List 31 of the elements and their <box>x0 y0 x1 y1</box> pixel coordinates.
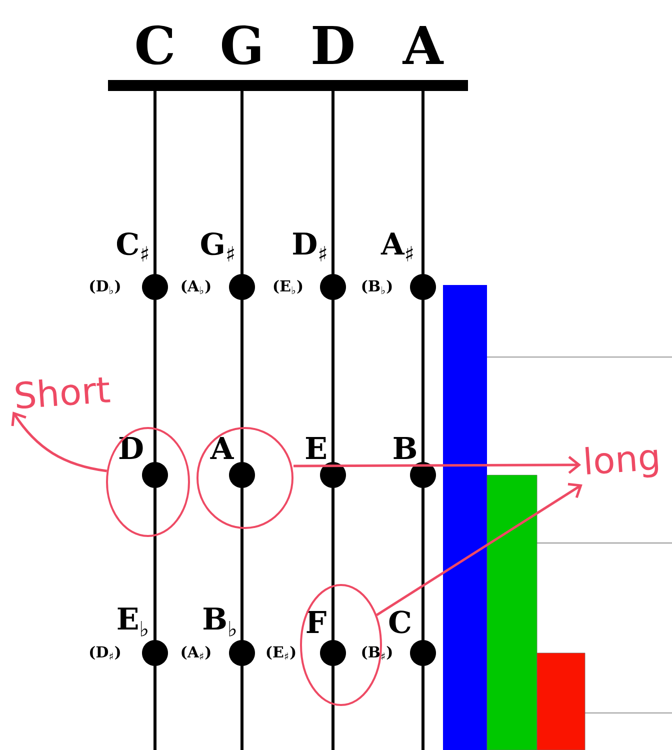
note-label: G$_{♯}$ <box>201 232 234 262</box>
annotation-text: long <box>585 446 658 478</box>
string-name: G <box>222 25 260 65</box>
enharmonic-label: (A$_{♭}$) <box>182 280 210 294</box>
annotation-text: Short <box>16 377 110 409</box>
enharmonic-label: (E$_{♭}$) <box>274 280 302 294</box>
note-label: D$_{♯}$ <box>293 232 326 262</box>
circled-note <box>106 427 190 537</box>
note-label: C <box>389 610 410 634</box>
note-label: F <box>306 611 326 633</box>
enharmonic-label: (D$_{♭}$) <box>90 280 120 294</box>
enharmonic-label: (B$_{♭}$) <box>362 280 392 294</box>
note-label: C$_{♯}$ <box>116 232 148 262</box>
circled-note <box>300 584 382 706</box>
note-label: A$_{♯}$ <box>380 232 413 262</box>
note-label: B$_{♭}$ <box>204 608 236 636</box>
arrow <box>11 412 108 472</box>
string-name: D <box>312 26 354 64</box>
string-name: A <box>402 26 444 64</box>
arrow <box>376 482 582 616</box>
circled-note <box>196 427 294 529</box>
arrow <box>293 456 582 474</box>
note-label: E <box>306 437 326 459</box>
note-label: B <box>394 437 416 459</box>
note-label: D <box>119 437 143 459</box>
enharmonic-label: (D$_{♯}$) <box>90 646 120 660</box>
enharmonic-label: (B$_{♯}$) <box>362 646 392 660</box>
string-name: C <box>136 25 174 65</box>
enharmonic-label: (A$_{♯}$) <box>182 646 210 660</box>
note-label: E$_{♭}$ <box>118 608 148 636</box>
note-label: A <box>210 437 234 459</box>
